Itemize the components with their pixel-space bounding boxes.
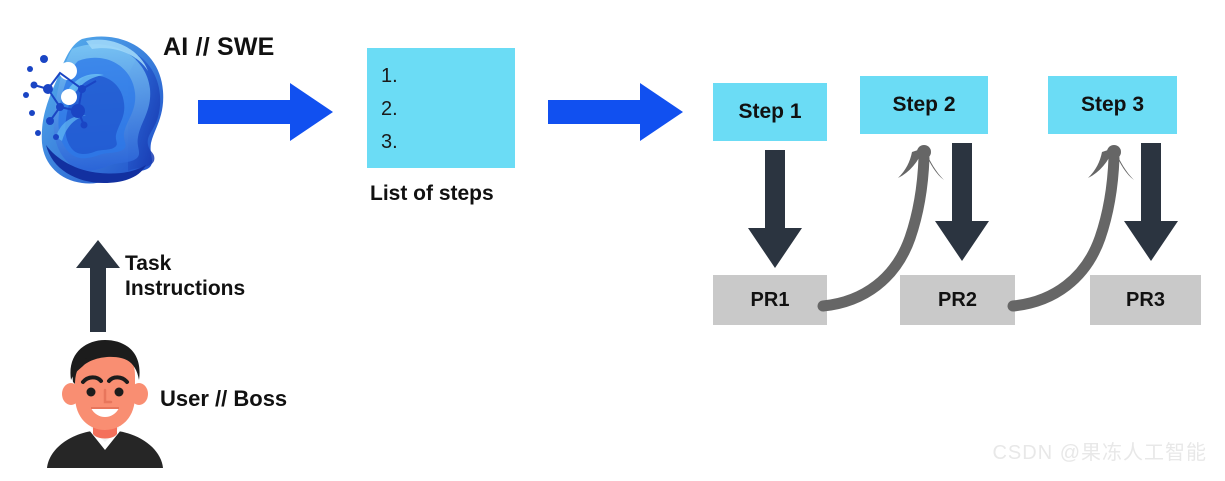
pr-2-box: PR2 xyxy=(900,275,1015,325)
pr-1-box: PR1 xyxy=(713,275,827,325)
list-item: 2. xyxy=(381,98,398,120)
step-2-box: Step 2 xyxy=(860,76,988,134)
csdn-watermark: CSDN @果冻人工智能 xyxy=(992,442,1207,464)
task-label-line2: Instructions xyxy=(125,276,246,300)
black-arrow-up-icon xyxy=(76,240,120,332)
list-items: 1. 2. 3. xyxy=(381,60,398,159)
pr-3-box: PR3 xyxy=(1090,275,1201,325)
list-of-steps-caption: List of steps xyxy=(370,182,494,205)
ai-swe-label: AI // SWE xyxy=(163,33,275,61)
step-1-box: Step 1 xyxy=(713,83,827,141)
task-label-line1: Task xyxy=(125,252,172,275)
list-item: 3. xyxy=(381,131,398,153)
blue-arrow-right-icon-2 xyxy=(548,83,688,141)
gray-curved-arrow-icon-2 xyxy=(1007,140,1134,312)
dark-arrow-down-icon-3 xyxy=(1124,143,1178,261)
dark-arrow-down-icon-1 xyxy=(748,150,802,268)
list-item: 1. xyxy=(381,65,398,87)
user-avatar-icon xyxy=(45,338,165,468)
user-boss-label: User // Boss xyxy=(160,386,288,411)
gray-curved-arrow-icon-1 xyxy=(817,140,944,312)
task-instructions-label: Task Instructions xyxy=(125,252,245,302)
ai-head-icon xyxy=(20,25,180,185)
dark-arrow-down-icon-2 xyxy=(935,143,989,261)
blue-arrow-right-icon-1 xyxy=(198,83,338,141)
step-3-box: Step 3 xyxy=(1048,76,1177,134)
list-of-steps-box xyxy=(367,48,515,168)
